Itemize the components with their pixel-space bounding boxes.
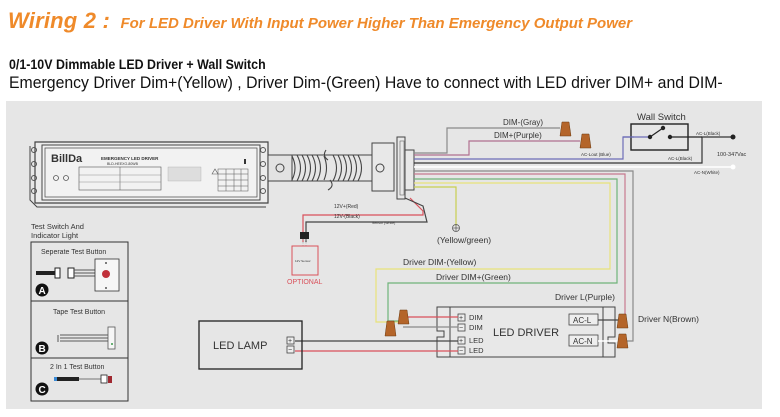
driver-n-label: Driver N(Brown): [638, 314, 699, 324]
led-lamp: LED LAMP + −: [198, 320, 303, 370]
wire-ac-l-black: [414, 136, 733, 164]
led-driver-label: LED DRIVER: [493, 327, 559, 339]
wire-12v-minus-black: [305, 197, 428, 242]
svg-text:DIM: DIM: [469, 313, 483, 322]
mounting-holes: [31, 147, 266, 194]
tape-test-button-icon: [57, 326, 116, 350]
optional-inner-label: 12V Sensor: [295, 259, 311, 263]
cert-icons: [53, 175, 69, 181]
ac-l-terminal: [730, 134, 736, 140]
svg-text:−: −: [459, 325, 463, 332]
lamp-plus-terminal: +: [288, 338, 292, 345]
title-prefix: Wiring 2 :: [8, 8, 111, 33]
wire-dim-plus-purple: [414, 140, 580, 156]
ac-lout-blue-label: AC-Lout (Blue): [581, 152, 611, 157]
spec-grid: [217, 168, 249, 192]
ac-n-white-label: AC-N(White): [694, 170, 720, 175]
test-switch-panel: Test Switch And Indicator Light Seperate…: [30, 222, 129, 402]
wire-bundle: [302, 127, 733, 342]
emergency-driver: BillDa EMERGENCY LED DRIVER BLD-HEEXO-80…: [29, 141, 269, 208]
wire-driver-dim-minus-yellow: [375, 182, 611, 323]
diagram-title: Wiring 2 : For LED Driver With Input Pow…: [8, 8, 632, 34]
driver-model: BLD-HEEXO-80WB: [107, 162, 139, 166]
driver-label-title: EMERGENCY LED DRIVER: [101, 156, 159, 161]
led-driver-terminal-ac-l: AC-L: [568, 313, 599, 326]
svg-text:+: +: [459, 338, 463, 345]
driver-dim-minus-label: Driver DIM-(Yellow): [403, 257, 477, 267]
12v-minus-label: 12V-(Black): [334, 214, 360, 220]
ground-label: (Yellow/green): [437, 235, 491, 245]
test-panel-title-2: Indicator Light: [31, 231, 79, 240]
wire-12v-plus-red: [302, 197, 424, 242]
optional-sensor: 12V Sensor OPTIONAL: [287, 232, 323, 286]
test-panel-title-1: Test Switch And: [31, 222, 84, 231]
wire-driver-dim-plus-green: [387, 178, 618, 321]
led-driver-terminal-ac-n: AC-N: [568, 334, 599, 347]
badge-b: [35, 341, 49, 355]
led-driver-terminal-dim-minus: − DIM: [457, 323, 483, 332]
option-b-label: Tape Test Button: [53, 309, 105, 316]
subheading: 0/1-10V Dimmable LED Driver + Wall Switc…: [9, 57, 266, 72]
wall-switch-label: Wall Switch: [637, 112, 686, 123]
led-driver: LED DRIVER + DIM − DIM + LED − LED AC-L: [436, 306, 616, 358]
description: Emergency Driver Dim+(Yellow) , Driver D…: [9, 73, 723, 92]
ground-icon: [452, 224, 460, 232]
svg-text:B: B: [39, 344, 46, 355]
ac-l-black-top-label: AC-L(Black): [696, 131, 721, 136]
led-driver-terminal-led-plus: + LED: [457, 336, 484, 345]
ac-n-terminal: [730, 164, 736, 170]
driver-dim-plus-label: Driver DIM+(Green): [436, 272, 511, 282]
separate-test-button-icon: [36, 258, 120, 292]
svg-text:AC-L: AC-L: [573, 316, 592, 325]
badge-a: [35, 283, 49, 297]
title-suffix: For LED Driver With Input Power Higher T…: [120, 15, 633, 32]
flex-conduit: [267, 136, 415, 200]
svg-text:LED: LED: [469, 336, 484, 345]
svg-text:C: C: [39, 385, 46, 396]
driver-brand: BillDa: [51, 153, 83, 165]
sensor-label: Sensor (White): [372, 221, 395, 225]
badge-c: [35, 382, 49, 396]
svg-text:LED: LED: [469, 346, 484, 355]
wire-ground: [414, 186, 457, 226]
lamp-minus-terminal: −: [288, 347, 292, 354]
warning-icon: [211, 168, 219, 175]
led-driver-terminal-led-minus: − LED: [457, 346, 484, 355]
svg-text:A: A: [39, 286, 46, 297]
wire-dim-minus-gray: [414, 127, 560, 154]
svg-text:+: +: [459, 315, 463, 322]
led-driver-terminal-dim-plus: + DIM: [457, 313, 483, 322]
led-lamp-label: LED LAMP: [213, 340, 267, 352]
two-in-one-test-button-icon: [54, 374, 112, 384]
wall-switch: Wall Switch: [623, 112, 702, 151]
option-a-label: Seperate Test Button: [41, 249, 106, 256]
12v-plus-label: 12V+(Red): [334, 204, 359, 210]
dim-minus-gray-label: DIM-(Gray): [503, 118, 543, 127]
driver-wiring: [295, 316, 621, 352]
svg-text:DIM: DIM: [469, 323, 483, 332]
wire-connectors-top: [559, 121, 592, 149]
driver-l-label: Driver L(Purple): [555, 292, 615, 302]
ac-l-black-label: AC-L(Black): [668, 156, 693, 161]
svg-text:AC-N: AC-N: [573, 337, 593, 346]
wire-driver-n: [414, 170, 634, 342]
voltage-label: 100-347Vac: [717, 152, 747, 158]
dim-plus-purple-label: DIM+(Purple): [494, 131, 542, 140]
optional-label: OPTIONAL: [287, 279, 323, 286]
option-c-label: 2 In 1 Test Button: [50, 364, 104, 371]
svg-text:−: −: [459, 348, 463, 355]
wire-connectors-driver: [384, 309, 629, 349]
